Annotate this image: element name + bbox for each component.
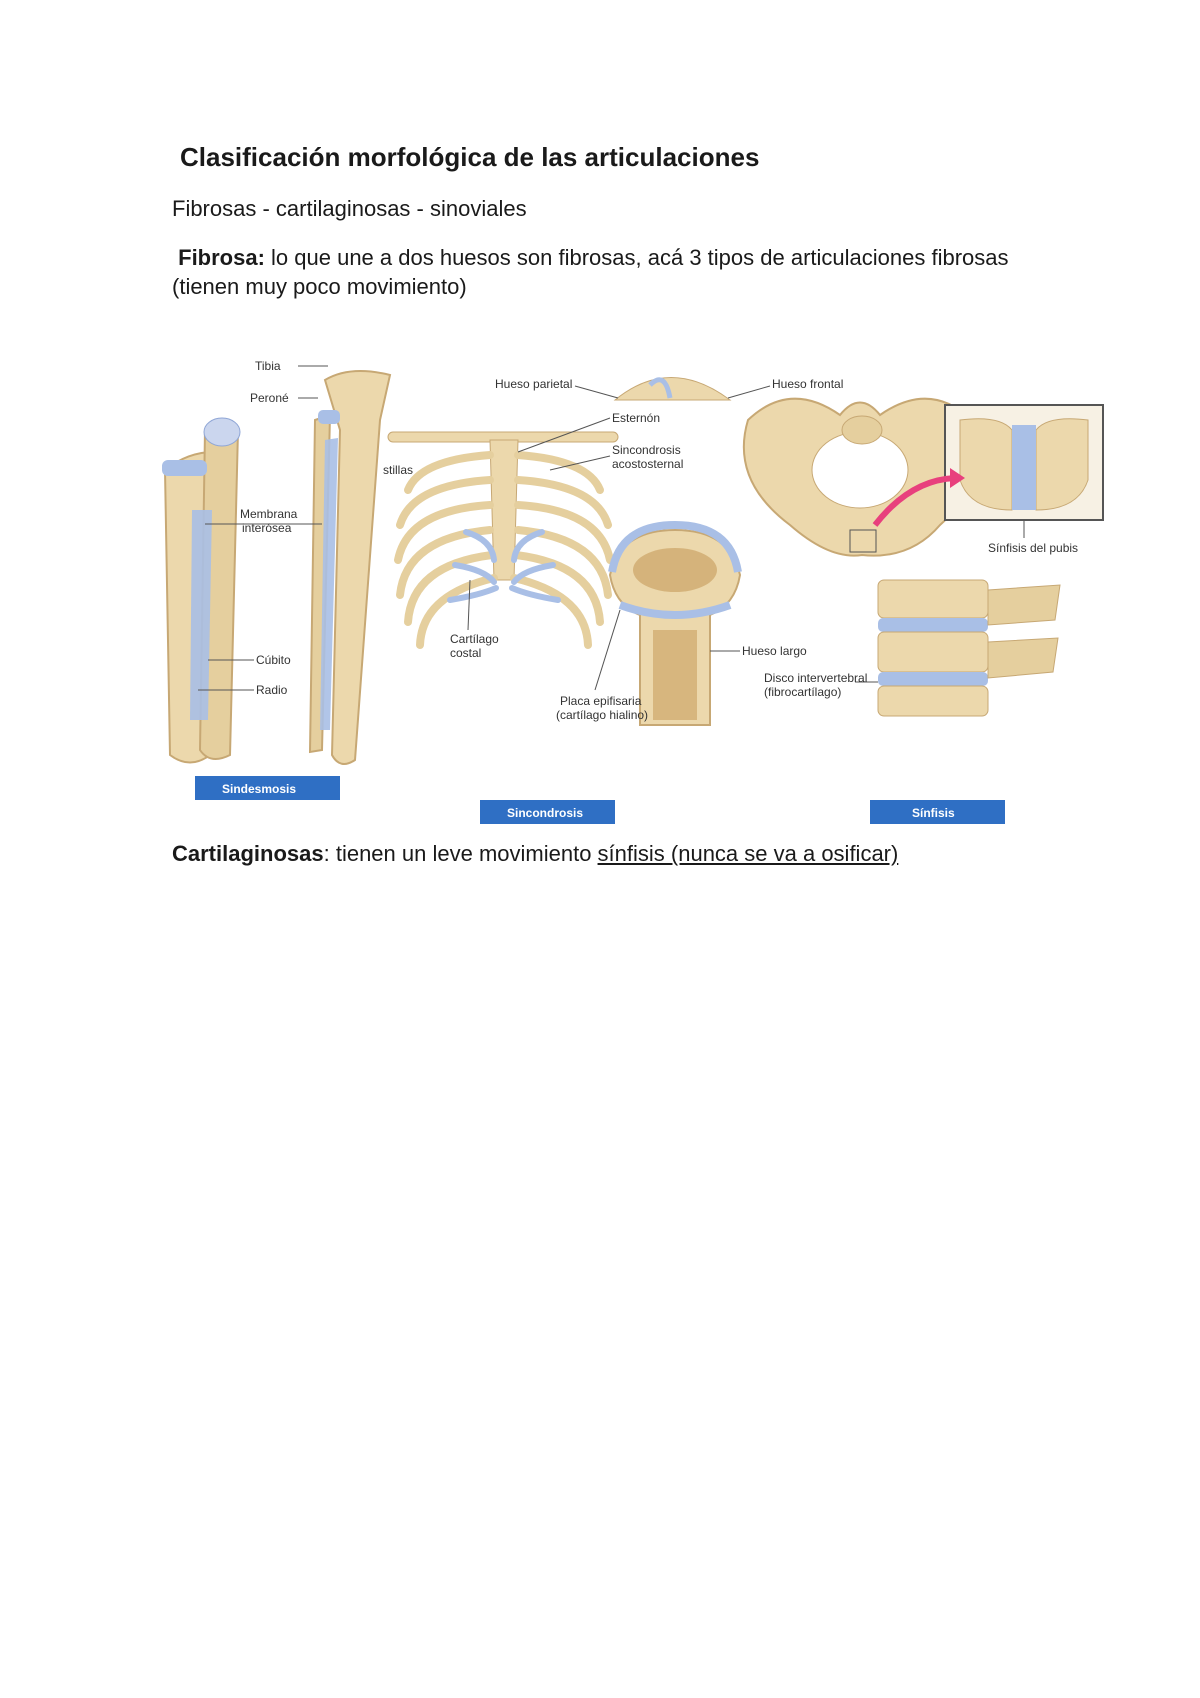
label-costillas: stillas xyxy=(383,463,413,477)
sindesmosis-illustration: Tibia Peroné Membrana interósea Cúbito R… xyxy=(162,360,392,800)
label-placa-1: Placa epifisaria xyxy=(560,694,642,708)
caption-sinfisis: Sínfisis xyxy=(912,806,955,820)
label-interosea: interósea xyxy=(242,521,292,535)
label-radio: Radio xyxy=(256,683,288,697)
label-placa-2: (cartílago hialino) xyxy=(556,708,648,722)
joint-types-line: Fibrosas - cartilaginosas - sinoviales xyxy=(172,196,527,221)
cartilaginosas-paragraph: Cartilaginosas: tienen un leve movimient… xyxy=(172,841,898,867)
cartilaginosas-underlined: sínfisis (nunca se va a osificar) xyxy=(597,841,899,866)
joints-figure: Tibia Peroné Membrana interósea Cúbito R… xyxy=(162,360,1104,824)
caption-sincondrosis: Sincondrosis xyxy=(507,806,583,820)
label-membrana: Membrana xyxy=(240,507,298,521)
label-disco-2: (fibrocartílago) xyxy=(764,685,841,699)
page-title: Clasificación morfológica de las articul… xyxy=(180,142,760,172)
label-sincondrosis-2: acostosternal xyxy=(612,457,683,471)
label-disco-1: Disco intervertebral xyxy=(764,671,867,685)
label-tibia: Tibia xyxy=(255,360,281,373)
label-cartilago-1: Cartílago xyxy=(450,632,499,646)
cartilaginosas-label: Cartilaginosas xyxy=(172,841,324,866)
sinfisis-illustration: Sínfisis del pubis Disco intervertebral … xyxy=(742,397,1104,824)
label-esternon: Esternón xyxy=(612,411,660,425)
label-hueso-largo: Hueso largo xyxy=(742,644,807,658)
fibrosa-paragraph: Fibrosa: lo que une a dos huesos son fib… xyxy=(172,243,1032,301)
fibrosa-label: Fibrosa: xyxy=(178,245,265,270)
fibrosa-text: lo que une a dos huesos son fibrosas, ac… xyxy=(172,245,1009,299)
label-cubito: Cúbito xyxy=(256,653,291,667)
label-sincondrosis-1: Sincondrosis xyxy=(612,443,681,457)
label-hueso-parietal: Hueso parietal xyxy=(495,377,572,391)
label-hueso-frontal: Hueso frontal xyxy=(772,377,843,391)
caption-sindesmosis: Sindesmosis xyxy=(222,782,296,796)
label-sinfisis-pubis: Sínfisis del pubis xyxy=(988,541,1078,555)
cartilaginosas-text: : tienen un leve movimiento xyxy=(323,841,598,866)
sincondrosis-illustration: Hueso parietal Hueso frontal Esternón Si… xyxy=(383,377,843,824)
label-cartilago-2: costal xyxy=(450,646,481,660)
label-perone: Peroné xyxy=(250,391,289,405)
